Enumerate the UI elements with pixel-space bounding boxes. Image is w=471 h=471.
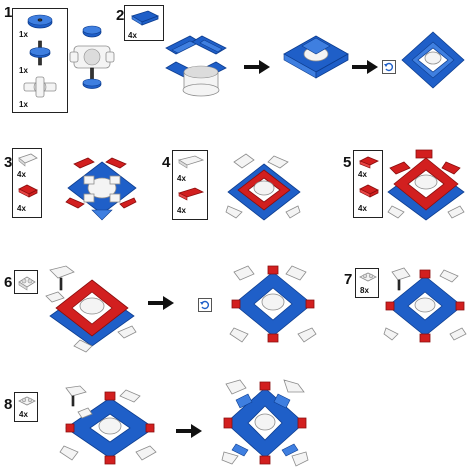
step-3-parts-box: 4x 4x — [12, 148, 42, 218]
step-4-qty-1: 4x — [177, 174, 186, 183]
step-5-assembly — [387, 149, 465, 221]
step-1-parts-box: 1x 1x 1x — [12, 8, 68, 113]
step-1-white-hub-part — [23, 76, 57, 98]
step-6-arrow — [148, 296, 174, 310]
step-1-axle-disc-part — [29, 40, 51, 66]
step-3-qty-1: 4x — [17, 170, 26, 179]
step-2-assembly-exploded — [165, 35, 227, 97]
step-2-qty-1: 4x — [128, 31, 137, 40]
step-4-assembly — [225, 153, 301, 221]
step-7-qty-1: 8x — [360, 286, 369, 295]
step-7-parts-box: 8x — [355, 268, 379, 298]
step-6-assembly-exploded — [45, 265, 137, 353]
step-6-white-round-part — [18, 276, 36, 291]
step-5-number: 5 — [343, 154, 352, 171]
step-1-exploded-assembly — [69, 25, 115, 89]
step-3-qty-2: 4x — [17, 204, 26, 213]
step-3-white-plate-part — [18, 153, 38, 167]
step-3-red-corner-part — [18, 184, 38, 198]
step-4-number: 4 — [162, 154, 171, 171]
step-7-assembly — [383, 267, 467, 343]
step-8-assembly-final — [221, 379, 309, 467]
step-2-number: 2 — [116, 7, 125, 24]
step-6-parts-box — [14, 270, 38, 294]
step-2-arrow-1 — [244, 60, 270, 74]
rotate-view-icon — [198, 298, 212, 312]
step-8-number: 8 — [4, 396, 13, 413]
step-8-white-round-part — [18, 396, 36, 406]
step-1-qty-2: 1x — [19, 66, 28, 75]
step-2-parts-box: 4x — [124, 5, 164, 41]
step-7-white-round-part — [359, 272, 377, 282]
step-6-assembly-rotated — [229, 265, 317, 343]
step-5-qty-1: 4x — [358, 170, 367, 179]
step-8-arrow — [176, 424, 202, 438]
step-1-blue-disc-part — [27, 14, 53, 29]
rotate-view-icon — [382, 60, 396, 74]
step-5-red-slope-part — [359, 156, 379, 169]
step-4-parts-box: 4x 4x — [172, 150, 208, 220]
step-2-blue-plate-part — [131, 10, 159, 26]
step-8-parts-box: 4x — [14, 392, 38, 422]
step-1-qty-3: 1x — [19, 100, 28, 109]
step-2-arrow-2 — [352, 60, 378, 74]
step-2-assembly-rotated — [401, 31, 465, 89]
step-4-red-plate-part — [177, 187, 205, 201]
step-3-assembly — [65, 157, 137, 221]
step-1-number: 1 — [4, 4, 13, 21]
step-3-number: 3 — [4, 154, 13, 171]
step-5-red-corner-part — [359, 184, 379, 198]
step-5-parts-box: 4x 4x — [353, 150, 383, 218]
step-6-number: 6 — [4, 274, 13, 291]
step-5-qty-2: 4x — [358, 204, 367, 213]
step-2-assembly-combined — [283, 35, 349, 79]
step-8-qty-1: 4x — [19, 410, 28, 419]
step-4-qty-2: 4x — [177, 206, 186, 215]
step-8-assembly-exploded — [59, 385, 157, 465]
step-1-qty-1: 1x — [19, 30, 28, 39]
step-4-white-plate-part — [177, 155, 205, 169]
step-7-number: 7 — [344, 271, 353, 288]
